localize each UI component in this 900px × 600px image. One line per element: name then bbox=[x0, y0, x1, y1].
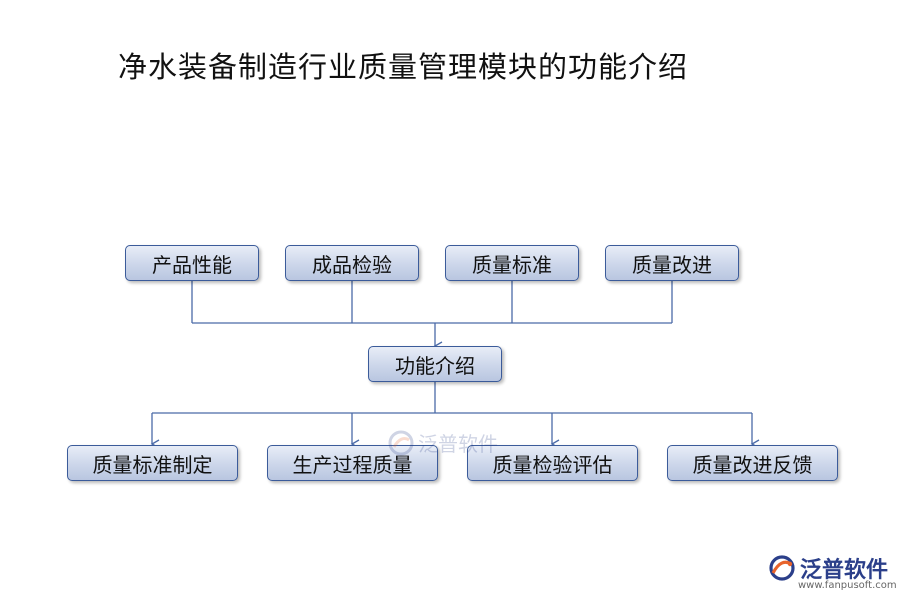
node-quality-improvement: 质量改进 bbox=[605, 245, 739, 281]
brand-logo-icon bbox=[769, 555, 795, 581]
node-standard-setting: 质量标准制定 bbox=[67, 445, 238, 481]
node-quality-standard: 质量标准 bbox=[445, 245, 579, 281]
brand-logo: 泛普软件 bbox=[768, 552, 888, 584]
watermark-text: 泛普软件 bbox=[418, 432, 498, 456]
node-function-intro: 功能介绍 bbox=[368, 346, 502, 382]
node-product-performance: 产品性能 bbox=[125, 245, 259, 281]
brand-logo-text: 泛普软件 bbox=[800, 558, 889, 583]
node-inspection-evaluation: 质量检验评估 bbox=[467, 445, 638, 481]
node-improvement-feedback: 质量改进反馈 bbox=[667, 445, 838, 481]
node-process-quality: 生产过程质量 bbox=[267, 445, 438, 481]
watermark: 泛普软件 bbox=[388, 428, 498, 457]
node-finished-inspection: 成品检验 bbox=[285, 245, 419, 281]
page-title: 净水装备制造行业质量管理模块的功能介绍 bbox=[118, 50, 689, 84]
brand-url: www.fanpusoft.com bbox=[798, 580, 897, 591]
watermark-logo-icon bbox=[388, 430, 414, 455]
